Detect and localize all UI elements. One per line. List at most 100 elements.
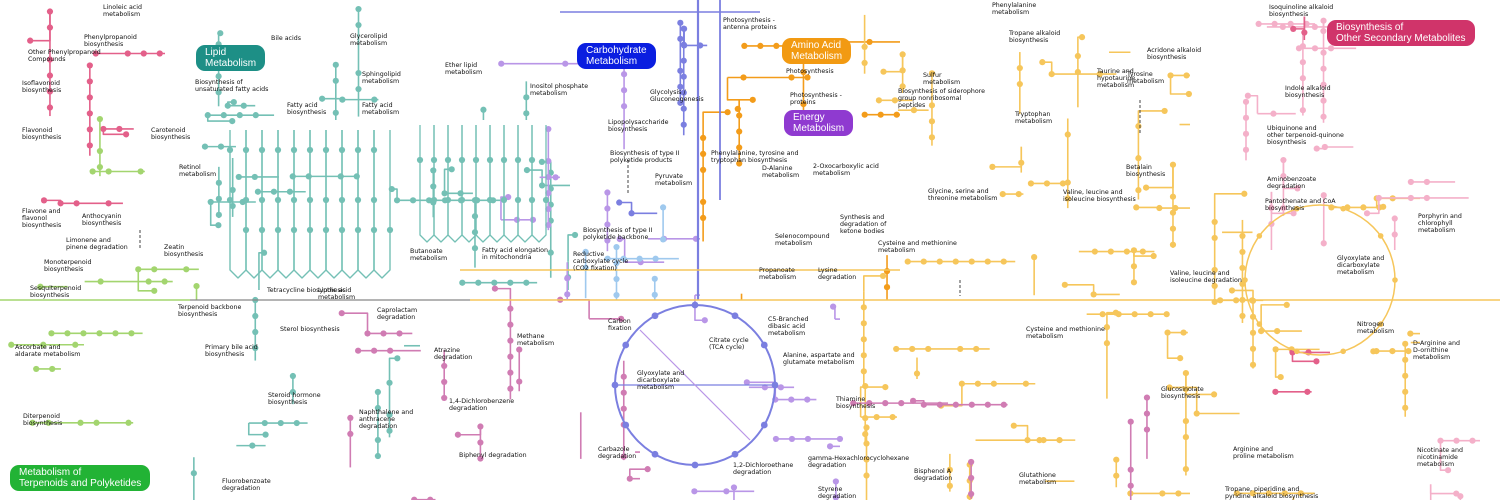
- compound-node[interactable]: [37, 283, 44, 290]
- pathway-link[interactable]: [1429, 484, 1457, 495]
- compound-node[interactable]: [1130, 263, 1138, 270]
- pathway-label[interactable]: Inositol phosphate metabolism: [530, 83, 589, 98]
- compound-node[interactable]: [507, 321, 514, 328]
- compound-node[interactable]: [968, 490, 975, 498]
- compound-node[interactable]: [1281, 490, 1288, 497]
- compound-node[interactable]: [1113, 456, 1120, 463]
- compound-node[interactable]: [1320, 65, 1327, 72]
- compound-node[interactable]: [286, 188, 294, 195]
- compound-node[interactable]: [1249, 361, 1257, 368]
- compound-node[interactable]: [562, 60, 569, 67]
- compound-node[interactable]: [201, 143, 209, 150]
- compound-node[interactable]: [242, 146, 250, 154]
- compound-node[interactable]: [151, 287, 158, 294]
- compound-node[interactable]: [523, 110, 530, 117]
- compound-node[interactable]: [622, 341, 630, 349]
- compound-node[interactable]: [472, 156, 480, 164]
- compound-node[interactable]: [968, 401, 975, 408]
- pathway-label[interactable]: Indole alkaloid biosynthesis: [1285, 85, 1331, 100]
- compound-node[interactable]: [77, 419, 84, 426]
- pathway-link[interactable]: [1137, 110, 1165, 127]
- pathway-label[interactable]: Butanoate metabolism: [410, 248, 448, 263]
- pathway-link[interactable]: [447, 125, 463, 243]
- compound-node[interactable]: [229, 202, 236, 210]
- compound-node[interactable]: [760, 341, 768, 349]
- compound-node[interactable]: [1290, 210, 1297, 217]
- category-terpenoids-polyketides[interactable]: Metabolism of Terpenoids and Polyketides: [10, 465, 151, 491]
- compound-node[interactable]: [1169, 161, 1177, 168]
- compound-node[interactable]: [124, 50, 131, 57]
- compound-node[interactable]: [910, 107, 918, 114]
- compound-node[interactable]: [507, 353, 514, 360]
- pathway-label[interactable]: gamma-Hexachlorocyclohexane degradation: [808, 455, 910, 470]
- pathway-link[interactable]: [206, 115, 233, 122]
- compound-node[interactable]: [877, 111, 884, 118]
- compound-node[interactable]: [880, 68, 887, 75]
- compound-node[interactable]: [1407, 178, 1414, 186]
- compound-node[interactable]: [743, 379, 750, 386]
- compound-node[interactable]: [622, 421, 630, 429]
- compound-node[interactable]: [1233, 490, 1240, 497]
- compound-node[interactable]: [500, 156, 508, 164]
- pathway-label[interactable]: Carbazole degradation: [598, 446, 637, 461]
- pathway-label[interactable]: Isoflavonoid biosynthesis: [22, 80, 62, 95]
- compound-node[interactable]: [523, 167, 531, 174]
- compound-node[interactable]: [1249, 490, 1256, 497]
- compound-node[interactable]: [1064, 195, 1071, 202]
- compound-node[interactable]: [866, 38, 873, 46]
- pathway-link[interactable]: [341, 130, 359, 279]
- compound-node[interactable]: [252, 312, 259, 320]
- compound-node[interactable]: [1000, 401, 1007, 408]
- compound-node[interactable]: [156, 50, 163, 57]
- compound-node[interactable]: [1135, 187, 1142, 194]
- compound-node[interactable]: [1256, 321, 1263, 327]
- compound-node[interactable]: [137, 168, 144, 175]
- compound-node[interactable]: [571, 231, 579, 239]
- compound-node[interactable]: [616, 235, 623, 243]
- pathway-link[interactable]: [1042, 61, 1053, 75]
- compound-node[interactable]: [337, 173, 344, 180]
- compound-node[interactable]: [772, 435, 780, 443]
- compound-node[interactable]: [477, 455, 484, 462]
- compound-node[interactable]: [863, 424, 870, 431]
- pathway-label[interactable]: Arginine and proline metabolism: [1233, 446, 1294, 461]
- compound-node[interactable]: [1249, 313, 1257, 320]
- compound-node[interactable]: [863, 456, 870, 463]
- compound-node[interactable]: [491, 285, 499, 292]
- compound-node[interactable]: [651, 291, 658, 298]
- compound-node[interactable]: [736, 144, 743, 151]
- pathway-label[interactable]: Sphingolipid metabolism: [362, 71, 401, 86]
- compound-node[interactable]: [1249, 329, 1257, 336]
- pathway-label[interactable]: Fatty acid biosynthesis: [287, 102, 327, 117]
- pathway-link[interactable]: [503, 125, 519, 243]
- compound-node[interactable]: [1299, 43, 1306, 50]
- compound-node[interactable]: [471, 213, 479, 220]
- compound-node[interactable]: [1283, 301, 1290, 308]
- compound-node[interactable]: [355, 5, 362, 13]
- compound-node[interactable]: [1143, 426, 1151, 433]
- compound-node[interactable]: [830, 303, 837, 310]
- pathway-label[interactable]: Flavonoid biosynthesis: [22, 127, 62, 142]
- compound-node[interactable]: [528, 156, 536, 164]
- pathway-link[interactable]: [1260, 304, 1287, 332]
- compound-node[interactable]: [680, 89, 687, 96]
- compound-node[interactable]: [338, 310, 345, 317]
- compound-node[interactable]: [229, 117, 236, 125]
- compound-node[interactable]: [928, 118, 936, 125]
- compound-node[interactable]: [691, 488, 698, 495]
- compound-node[interactable]: [274, 146, 282, 154]
- compound-node[interactable]: [514, 156, 522, 164]
- pathway-label[interactable]: Limonene and pinene degradation: [66, 237, 128, 252]
- compound-node[interactable]: [1242, 277, 1248, 283]
- compound-node[interactable]: [1244, 92, 1251, 99]
- compound-node[interactable]: [734, 105, 741, 112]
- compound-node[interactable]: [1241, 190, 1248, 197]
- compound-node[interactable]: [862, 414, 869, 422]
- compound-node[interactable]: [151, 266, 158, 273]
- compound-node[interactable]: [826, 443, 834, 450]
- compound-node[interactable]: [48, 330, 55, 337]
- compound-node[interactable]: [761, 384, 768, 391]
- compound-node[interactable]: [471, 229, 479, 236]
- pathway-link[interactable]: [247, 423, 266, 436]
- compound-node[interactable]: [1150, 252, 1157, 260]
